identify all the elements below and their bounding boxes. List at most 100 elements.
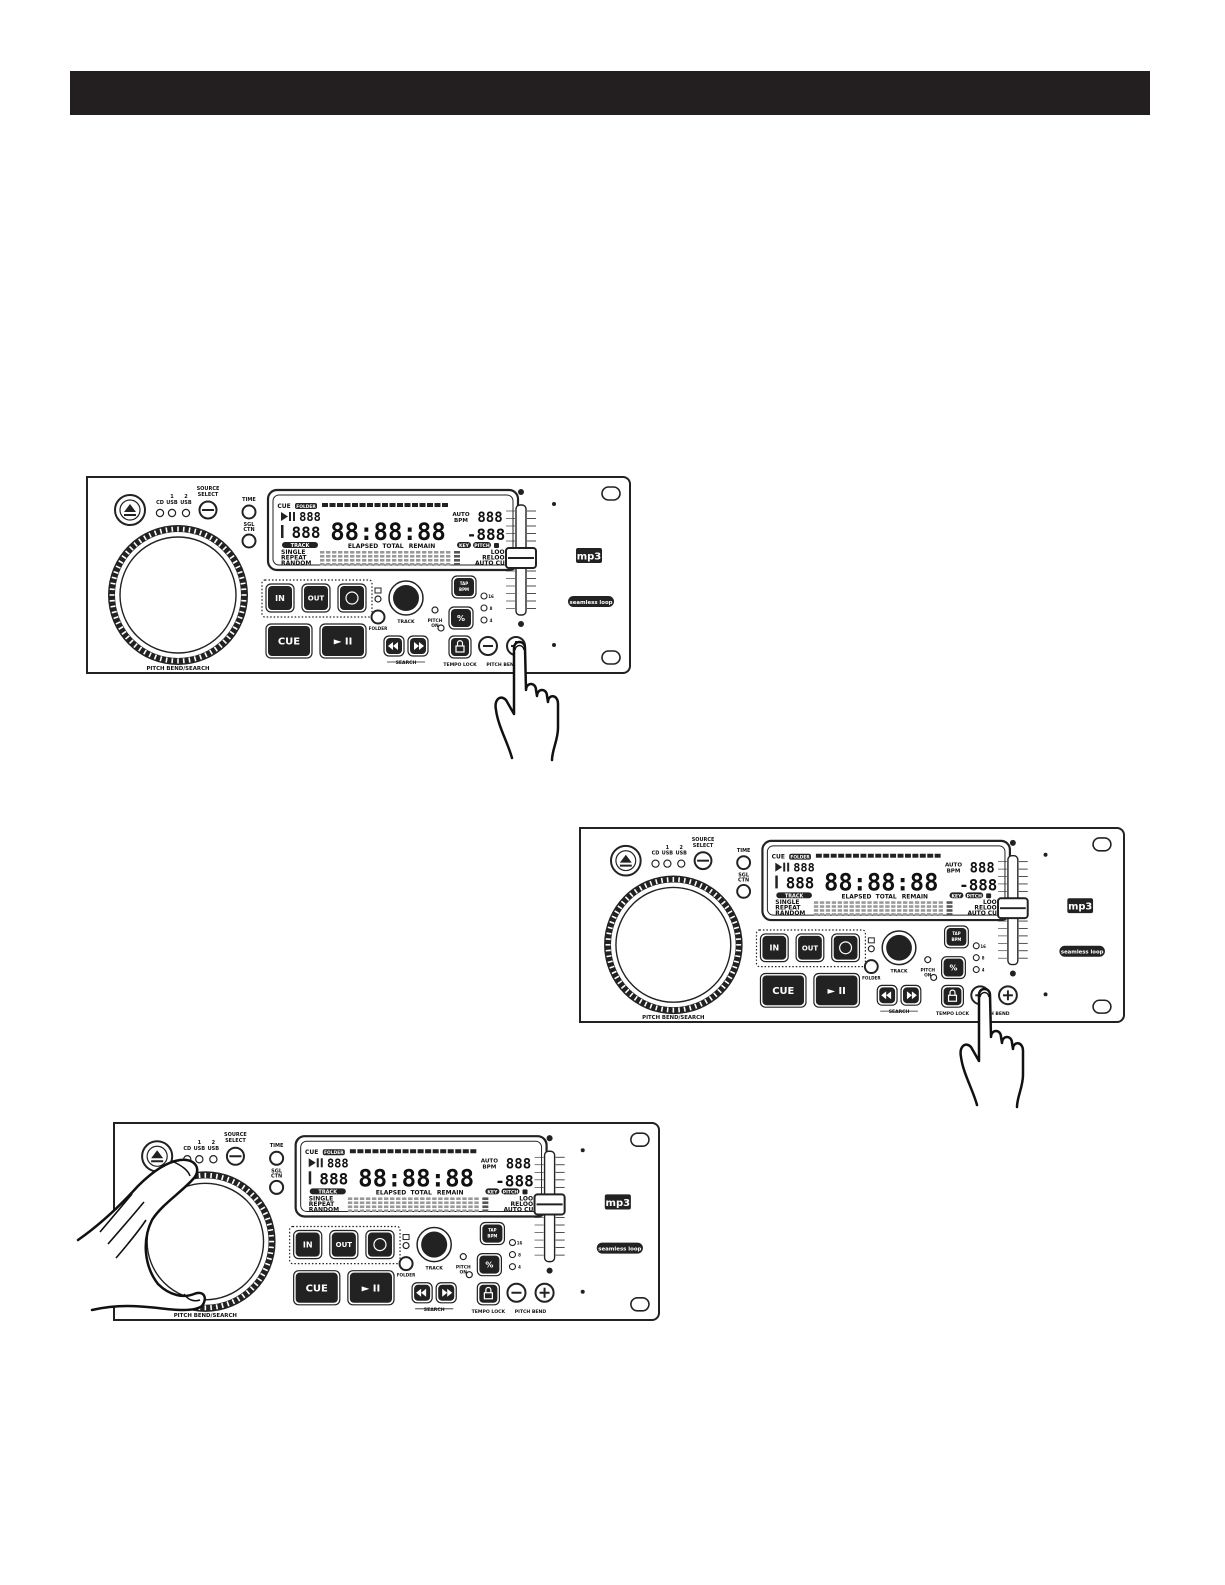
pitch-slider-thumb[interactable] xyxy=(533,1193,566,1216)
out-button[interactable]: OUT xyxy=(329,1229,359,1260)
lcd-progress-segment xyxy=(432,1149,439,1154)
in-button[interactable]: IN xyxy=(265,583,295,613)
single-continuous-button[interactable] xyxy=(736,883,752,899)
cue-button-label: CUE xyxy=(772,986,794,997)
single-continuous-button[interactable] xyxy=(241,533,257,549)
pitch-on-led xyxy=(924,956,932,964)
lcd-loop-label: LOOP xyxy=(491,549,510,556)
lcd-wave-cell xyxy=(819,905,825,908)
lcd-digits-pitch: -888 xyxy=(495,1171,534,1190)
reloop-button[interactable] xyxy=(337,583,367,613)
play-pause-button[interactable]: ► II xyxy=(347,1270,395,1306)
track-knob[interactable] xyxy=(388,580,424,616)
range-led xyxy=(480,616,488,624)
lcd-wave-cell xyxy=(383,1201,389,1205)
folder-led xyxy=(374,595,382,603)
seamless-loop-logo: seamless loop xyxy=(569,600,612,606)
time-button[interactable] xyxy=(241,504,257,520)
lcd-wave-cell xyxy=(402,1209,407,1213)
out-button-label: OUT xyxy=(802,944,818,952)
lcd-wave-cell xyxy=(938,905,943,908)
lcd-reloop-label: RELOOP xyxy=(974,905,1001,912)
in-button[interactable]: IN xyxy=(293,1229,323,1260)
folder-button[interactable] xyxy=(370,609,386,625)
lcd-wave-cell xyxy=(819,913,825,916)
lcd-wave-cell xyxy=(849,901,854,904)
lcd-meter-cell xyxy=(946,913,953,916)
time-button[interactable] xyxy=(269,1150,285,1166)
cue-button[interactable]: CUE xyxy=(759,972,807,1008)
source-select-label: SOURCE xyxy=(692,837,715,843)
reloop-button[interactable] xyxy=(831,933,861,963)
track-knob[interactable] xyxy=(881,930,917,966)
range-label: 8 xyxy=(982,956,985,961)
lcd-progress-segment xyxy=(329,503,336,507)
lcd-wave-cell xyxy=(428,563,433,566)
lcd-wave-cell xyxy=(332,563,337,566)
lcd-wave-cell xyxy=(831,909,837,912)
pitch-slider-thumb[interactable] xyxy=(997,897,1029,920)
tempo-lock-button[interactable] xyxy=(448,635,472,659)
lcd-wave-cell xyxy=(450,1197,455,1201)
lcd-wave-cell xyxy=(885,909,890,912)
in-button[interactable]: IN xyxy=(759,933,789,963)
time-button[interactable] xyxy=(736,855,752,871)
track-knob[interactable] xyxy=(416,1226,452,1263)
lcd-wave-cell xyxy=(462,1209,467,1213)
tap-bpm-button[interactable] xyxy=(479,1221,506,1246)
lcd-wave-cell xyxy=(356,563,361,566)
tap-bpm-button[interactable] xyxy=(943,925,969,949)
lcd-wave-cell xyxy=(855,905,860,908)
out-button[interactable]: OUT xyxy=(795,933,825,963)
lcd-wave-cell xyxy=(920,913,926,916)
lcd-wave-cell xyxy=(897,901,902,904)
lcd-progress-segment xyxy=(382,503,388,507)
pitch-range-button[interactable]: % xyxy=(941,956,966,980)
lcd-meter-cell xyxy=(482,1201,489,1205)
tap-bpm-button[interactable] xyxy=(451,575,477,599)
jog-wheel[interactable] xyxy=(135,1171,276,1312)
lcd-wave-cell xyxy=(428,559,433,562)
pitch-range-button[interactable]: % xyxy=(448,606,474,630)
lcd-wave-cell xyxy=(422,551,427,554)
lcd-wave-cell xyxy=(365,1205,371,1209)
folder-button[interactable] xyxy=(863,959,879,975)
lcd-wave-cell xyxy=(332,555,337,558)
mp3-logo-box xyxy=(1067,898,1094,914)
source-usb1-label: USB xyxy=(194,1146,206,1152)
single-continuous-button[interactable] xyxy=(269,1179,285,1195)
lcd-remain-label: REMAIN xyxy=(902,893,928,900)
play-pause-button[interactable]: ► II xyxy=(813,972,861,1008)
cue-button[interactable]: CUE xyxy=(293,1270,341,1306)
jog-wheel[interactable] xyxy=(604,875,743,1015)
lcd-wave-cell xyxy=(326,555,331,558)
cue-button[interactable]: CUE xyxy=(265,623,313,659)
folder-button[interactable] xyxy=(398,1256,414,1272)
lcd-wave-cell xyxy=(359,1201,365,1205)
pitch-slider-thumb[interactable] xyxy=(505,547,537,569)
lcd-single-label: SINGLE xyxy=(281,549,305,556)
eject-icon xyxy=(151,1150,164,1163)
tempo-lock-button[interactable] xyxy=(476,1282,501,1306)
range-led xyxy=(480,592,488,600)
out-button[interactable]: OUT xyxy=(301,583,331,613)
eject-icon xyxy=(619,854,632,867)
folder-led xyxy=(402,1241,410,1250)
lcd-wave-cell xyxy=(450,1201,455,1205)
lcd-wave-cell xyxy=(392,563,397,566)
pitch-range-button-label: % xyxy=(485,1261,493,1270)
mount-slot xyxy=(630,1132,650,1148)
play-pause-button[interactable]: ► II xyxy=(319,623,367,659)
lcd-wave-cell xyxy=(404,563,409,566)
play-pause-button-label: ► II xyxy=(827,986,845,997)
lcd-progress-segment xyxy=(823,853,830,858)
lcd-wave-cell xyxy=(356,551,361,554)
pitch-range-button[interactable]: % xyxy=(476,1253,503,1277)
lcd-progress-segment xyxy=(912,853,919,858)
slider-minus-dot xyxy=(518,489,524,495)
lcd-wave-cell xyxy=(825,913,831,916)
lcd-wave-cell xyxy=(408,1201,413,1205)
reloop-button[interactable] xyxy=(365,1229,395,1260)
jog-wheel[interactable] xyxy=(108,525,248,665)
lcd-reloop-label: RELOOP xyxy=(511,1201,539,1208)
